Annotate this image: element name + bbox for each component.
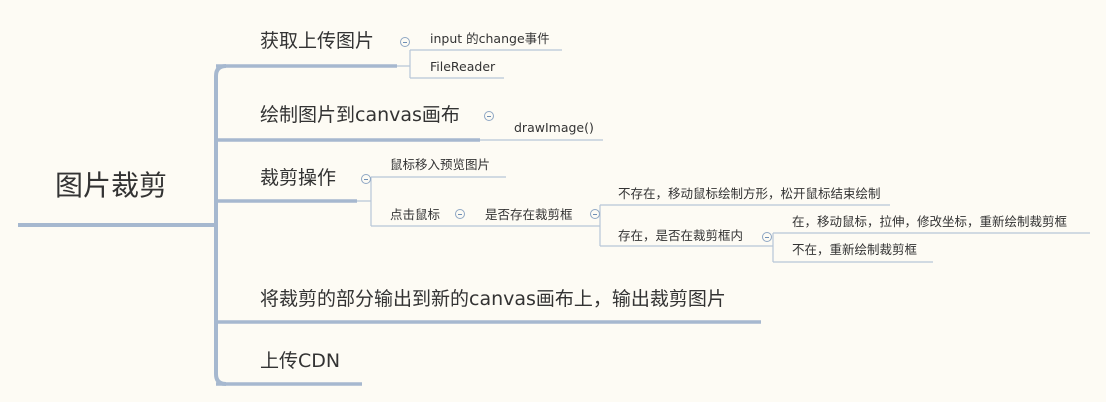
node-mouse-enter-preview[interactable]: 鼠标移入预览图片 [390,157,491,172]
node-inside-frame[interactable]: 在，移动鼠标，拉伸，修改坐标，重新绘制裁剪框 [792,214,1068,229]
inside-frame-connector [772,232,1090,263]
frame-exists-connector [599,204,890,247]
node-drawimage[interactable]: drawImage() [514,120,594,135]
node-outside-frame[interactable]: 不在，重新绘制裁剪框 [792,242,918,257]
node-frame-exists[interactable]: 是否存在裁剪框 [485,207,573,222]
collapse-icon[interactable] [400,37,410,47]
branch-get-upload-image[interactable]: 获取上传图片 [260,30,375,52]
branch-output-crop[interactable]: 将裁剪的部分输出到新的canvas画布上，输出裁剪图片 [260,288,726,310]
collapse-icon[interactable] [455,209,465,219]
collapse-icon[interactable] [762,232,772,242]
branch-3-child-connector [357,176,506,227]
node-frame-not-exist[interactable]: 不存在，移动鼠标绘制方形，松开鼠标结束绘制 [618,186,881,201]
branch-1-child-connector [397,49,562,79]
collapse-icon[interactable] [590,209,600,219]
main-spine [208,64,227,386]
root-topic[interactable]: 图片裁剪 [55,169,168,202]
node-mouse-click[interactable]: 点击鼠标 [390,207,441,222]
branch-crop-operation[interactable]: 裁剪操作 [260,167,337,189]
node-frame-exists-inside[interactable]: 存在，是否在裁剪框内 [618,228,744,243]
collapse-icon[interactable] [361,174,371,184]
branch-upload-cdn[interactable]: 上传CDN [260,350,341,372]
node-filereader[interactable]: FileReader [430,59,496,74]
collapse-icon[interactable] [484,111,494,121]
node-input-change-event[interactable]: input 的change事件 [430,31,550,46]
branch-draw-to-canvas[interactable]: 绘制图片到canvas画布 [260,104,460,126]
